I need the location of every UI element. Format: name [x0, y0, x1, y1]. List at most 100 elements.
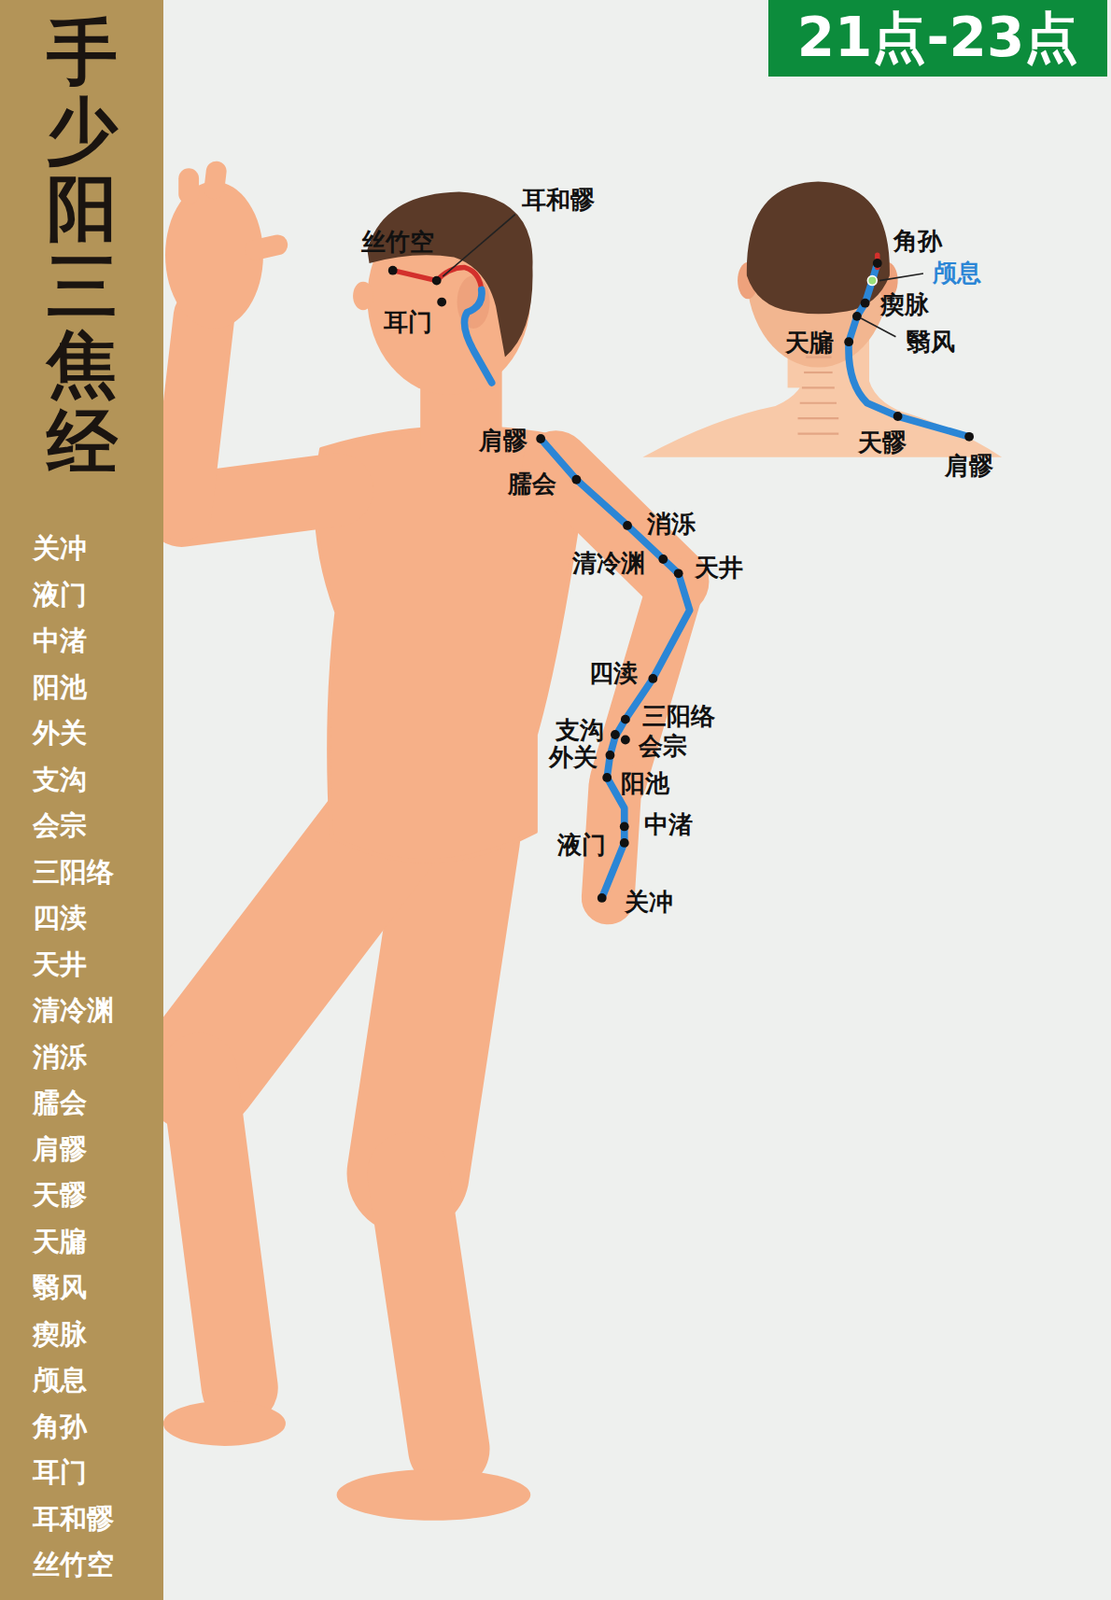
illustration-part — [798, 357, 840, 435]
illustration-part — [571, 475, 581, 485]
illustration-part — [620, 715, 631, 725]
illustration-part — [393, 267, 482, 290]
illustration-part — [647, 674, 658, 684]
point-list-band: 手少阳三焦经关冲液门中渚阳池外关支沟会宗三阳络四渎天井清冷渊消泺臑会肩髎天髎天牖… — [0, 0, 164, 1600]
acupoint-label: 丝竹空 — [361, 228, 435, 256]
illustration-part — [198, 1071, 240, 1389]
illustration-part — [620, 735, 631, 746]
acupoint-name: 支沟 — [32, 757, 114, 804]
illustration-part — [442, 214, 516, 278]
acupoint-label: 清冷渊 — [572, 549, 646, 577]
leader-lines — [442, 214, 924, 338]
illustration-part — [619, 822, 630, 832]
acupoint-label: 液门 — [557, 830, 606, 858]
illustration-part — [800, 402, 837, 405]
acupoint-name: 瘈脉 — [32, 1311, 114, 1359]
illustration-part — [867, 276, 877, 286]
illustration-part — [879, 273, 924, 282]
illustration-part — [436, 297, 447, 308]
acupoint-name: 会宗 — [32, 802, 114, 850]
acupoint-label: 天牖 — [785, 329, 834, 357]
acupoint-name: 耳和髎 — [32, 1496, 114, 1544]
illustration-part — [182, 316, 205, 511]
acupoint-name: 耳门 — [32, 1449, 114, 1497]
illustration-part — [605, 750, 616, 760]
illustration-part — [388, 266, 398, 276]
illustration-part — [658, 554, 668, 564]
acupoint-name: 臑会 — [32, 1080, 114, 1127]
illustration-part — [803, 371, 833, 374]
body-figure — [163, 171, 676, 1521]
acupoint-label: 三阳络 — [642, 703, 716, 731]
acupoint-label: 外关 — [548, 744, 598, 772]
acupoint-name: 四渎 — [32, 895, 114, 943]
acupoint-label: 天井 — [694, 553, 744, 581]
meridian-lines — [393, 254, 970, 899]
illustration-part — [798, 417, 840, 420]
illustration-part — [872, 258, 883, 268]
inset-figure — [642, 182, 1002, 458]
illustration-part — [674, 568, 684, 578]
illustration-part — [893, 411, 903, 422]
acupoint-label: 耳门 — [383, 309, 433, 337]
illustration-part — [610, 730, 620, 740]
hair — [366, 192, 533, 358]
illustration-part — [352, 281, 374, 311]
acupoint-name: 清冷渊 — [32, 987, 114, 1035]
illustration-part — [848, 263, 970, 437]
illustration-part — [852, 311, 862, 322]
acupoint-label: 肩髎 — [478, 427, 528, 455]
illustration-part — [432, 276, 442, 286]
acupoint-label: 中渚 — [644, 811, 693, 839]
illustration-part — [602, 773, 612, 783]
illustration-part — [254, 244, 278, 250]
acupoint-name: 外关 — [32, 710, 114, 758]
illustration-part — [597, 893, 607, 903]
acupoint-name: 丝竹空 — [32, 1542, 114, 1590]
illustration-part — [805, 355, 831, 358]
acupoint-label: 四渎 — [589, 660, 638, 688]
illustration-part — [843, 337, 854, 347]
illustration-part — [619, 838, 630, 848]
acupoint-label: 翳风 — [906, 328, 956, 356]
acupoint-label: 支沟 — [555, 717, 605, 745]
illustration-part — [964, 432, 974, 442]
acupoint-name: 天井 — [32, 942, 114, 989]
acupoint-name: 翳风 — [32, 1265, 114, 1312]
illustration-part — [337, 1469, 532, 1521]
illustration-part — [622, 520, 633, 531]
illustration-part — [213, 171, 216, 190]
illustration-part — [407, 1173, 450, 1449]
time-range: 21点-23点 — [797, 1, 1080, 75]
point-list: 关冲液门中渚阳池外关支沟会宗三阳络四渎天井清冷渊消泺臑会肩髎天髎天牖翳风瘈脉颅息… — [32, 525, 114, 1590]
time-badge: 21点-23点 — [768, 0, 1108, 77]
acupoint-name: 天髎 — [32, 1172, 114, 1220]
illustration-part — [163, 1401, 286, 1447]
acupoint-name: 液门 — [32, 572, 114, 619]
acupoint-label: 角孙 — [893, 227, 943, 255]
illustration-part — [198, 836, 378, 1071]
acupoint-label: 臑会 — [507, 470, 557, 498]
illustration-part — [535, 434, 546, 444]
acupoint-name: 关冲 — [32, 525, 114, 573]
illustration-part — [798, 432, 840, 435]
vertical-title: 手少阳三焦经 — [46, 13, 118, 482]
acupoint-label: 阳池 — [620, 770, 670, 798]
illustration-part — [801, 386, 835, 389]
acupoint-label: 颅息 — [932, 258, 982, 286]
acupoint-label: 消泺 — [646, 509, 696, 537]
illustration-part — [178, 178, 199, 194]
acupoint-label: 瘈脉 — [880, 290, 929, 318]
illustration-part — [860, 298, 871, 309]
acupoint-name: 消泺 — [32, 1034, 114, 1082]
acupoint-name: 中渚 — [32, 618, 114, 665]
acupoint-label: 关冲 — [624, 888, 674, 916]
acupoint-name: 颅息 — [32, 1357, 114, 1405]
illustration-part — [464, 289, 492, 382]
acupoint-label: 耳和髎 — [521, 186, 595, 214]
acupoint-name: 阳池 — [32, 664, 114, 712]
acupoint-label: 肩髎 — [944, 452, 994, 480]
acupoint-name: 三阳络 — [32, 849, 114, 897]
